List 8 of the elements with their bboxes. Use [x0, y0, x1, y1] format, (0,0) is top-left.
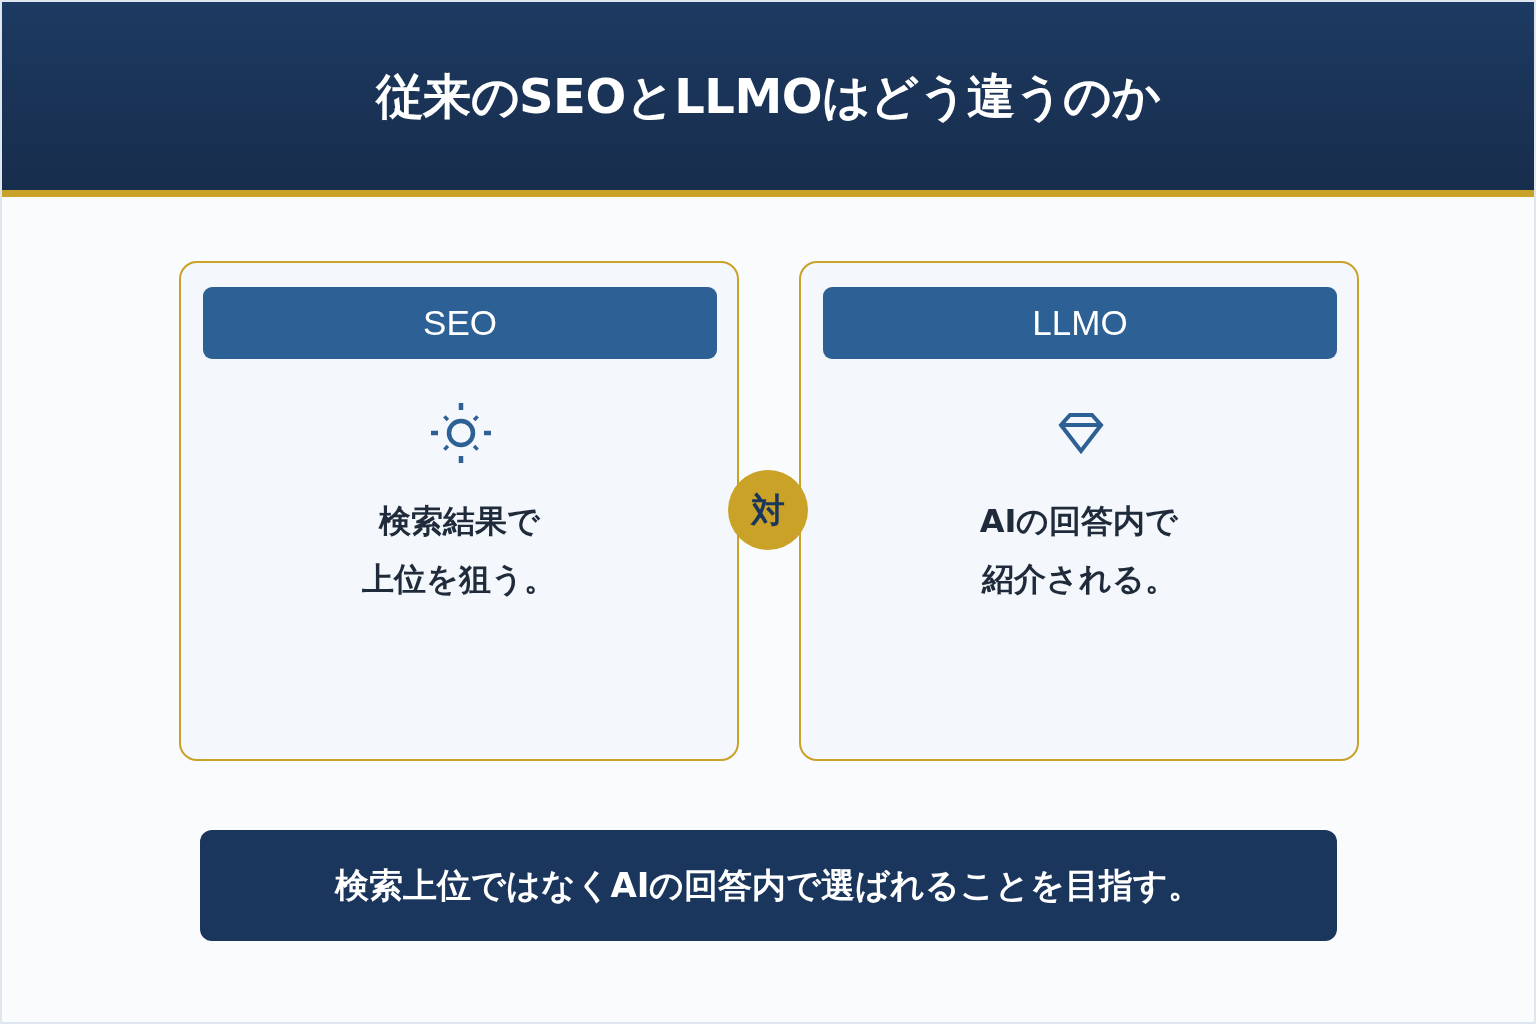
card-header: LLMO	[823, 287, 1337, 359]
page-title: 従来のSEOとLLMOはどう違うのか	[375, 67, 1161, 126]
comparison-card	[799, 261, 1359, 761]
summary-banner: 検索上位ではなくAIの回答内で選ばれることを目指す。	[200, 830, 1337, 941]
card-header: SEO	[203, 287, 717, 359]
card-description: 検索結果で上位を狙う。	[361, 501, 557, 600]
card-description: AIの回答内で紹介される。	[978, 501, 1180, 600]
comparison-card	[179, 261, 739, 761]
